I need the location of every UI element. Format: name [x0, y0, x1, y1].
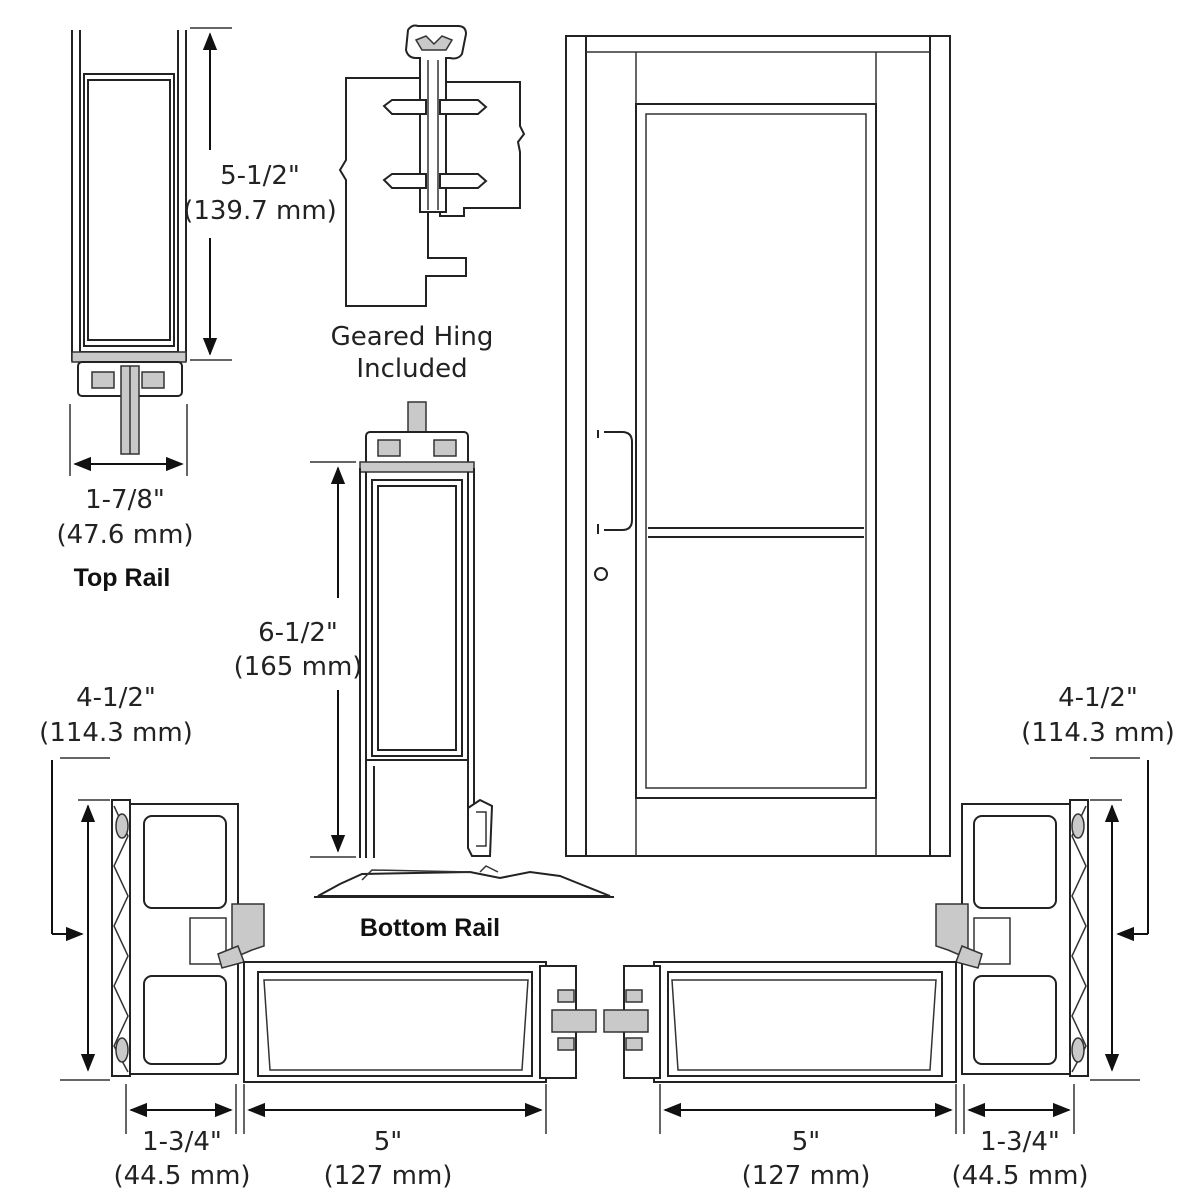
top-rail-height-mm: (139.7 mm): [183, 196, 337, 226]
door-frame-outer: [565, 35, 951, 857]
top-rail-inner: [87, 79, 171, 341]
top-rail-width-in: 1-7/8": [85, 485, 165, 515]
right-stile-glass: [603, 1009, 649, 1033]
right-frame-in: 1-3/4": [980, 1127, 1060, 1157]
right-frame-mm: (44.5 mm): [951, 1161, 1088, 1191]
right-height-mm: (114.3 mm): [1021, 718, 1175, 748]
left-frame-mm: (44.5 mm): [113, 1161, 250, 1191]
right-stile-dimensions: 4-1/2" (114.3 mm) 1-3/4" (44.5 mm) 5" (1…: [659, 683, 1175, 1191]
threshold: [317, 870, 611, 897]
bottom-rail-height-in: 6-1/2": [258, 618, 338, 648]
top-rail-gasket-left: [91, 371, 115, 389]
left-stile-glass: [551, 1009, 597, 1033]
bottom-rail-title: Bottom Rail: [360, 914, 500, 942]
top-rail-base: [71, 351, 187, 363]
top-rail-title: Top Rail: [74, 564, 171, 592]
door-lock-cylinder: [594, 567, 608, 581]
door-glass-panel: [645, 113, 867, 789]
right-stile-section: [603, 799, 1089, 1083]
top-rail-width-mm: (47.6 mm): [56, 520, 193, 550]
top-rail-height-dimension: 5-1/2" (139.7 mm): [183, 27, 337, 361]
hinge-label-line1: Geared Hing: [331, 322, 494, 352]
door-pull-handle: [604, 431, 633, 531]
left-stile-in: 5": [374, 1127, 403, 1157]
door-elevation: [565, 35, 951, 857]
left-stile-mm: (127 mm): [324, 1161, 453, 1191]
top-rail-height-in: 5-1/2": [220, 161, 300, 191]
bottom-rail-outline: [359, 468, 475, 858]
door-glass-opening: [635, 103, 877, 799]
top-rail-section: [71, 30, 187, 455]
bottom-rail-section: [314, 401, 614, 898]
bottom-rail-sweep: [467, 798, 494, 857]
top-rail-gasket-right: [141, 371, 165, 389]
hinge-left-leaf: [338, 77, 467, 307]
left-stile-section: [111, 799, 597, 1083]
right-stile-mm: (127 mm): [742, 1161, 871, 1191]
left-height-in: 4-1/2": [76, 683, 156, 713]
right-height-in: 4-1/2": [1058, 683, 1138, 713]
left-stile-dimensions: 4-1/2" (114.3 mm) 1-3/4" (44.5 mm) 5" (1…: [39, 683, 547, 1191]
left-height-mm: (114.3 mm): [39, 718, 193, 748]
right-frame-jamb: [1069, 799, 1089, 1077]
left-frame-jamb: [111, 799, 131, 1077]
hinge-knuckle: [404, 24, 468, 213]
geared-hinge-section: Geared Hing Included: [331, 24, 526, 384]
right-stile-in: 5": [792, 1127, 821, 1157]
left-frame-in: 1-3/4": [142, 1127, 222, 1157]
hinge-label-line2: Included: [356, 354, 467, 384]
bottom-rail-height-dimension: 6-1/2" (165 mm) Bottom Rail: [234, 461, 500, 942]
bottom-rail-height-mm: (165 mm): [234, 652, 363, 682]
top-rail-width-dimension: 1-7/8" (47.6 mm) Top Rail: [56, 404, 194, 592]
